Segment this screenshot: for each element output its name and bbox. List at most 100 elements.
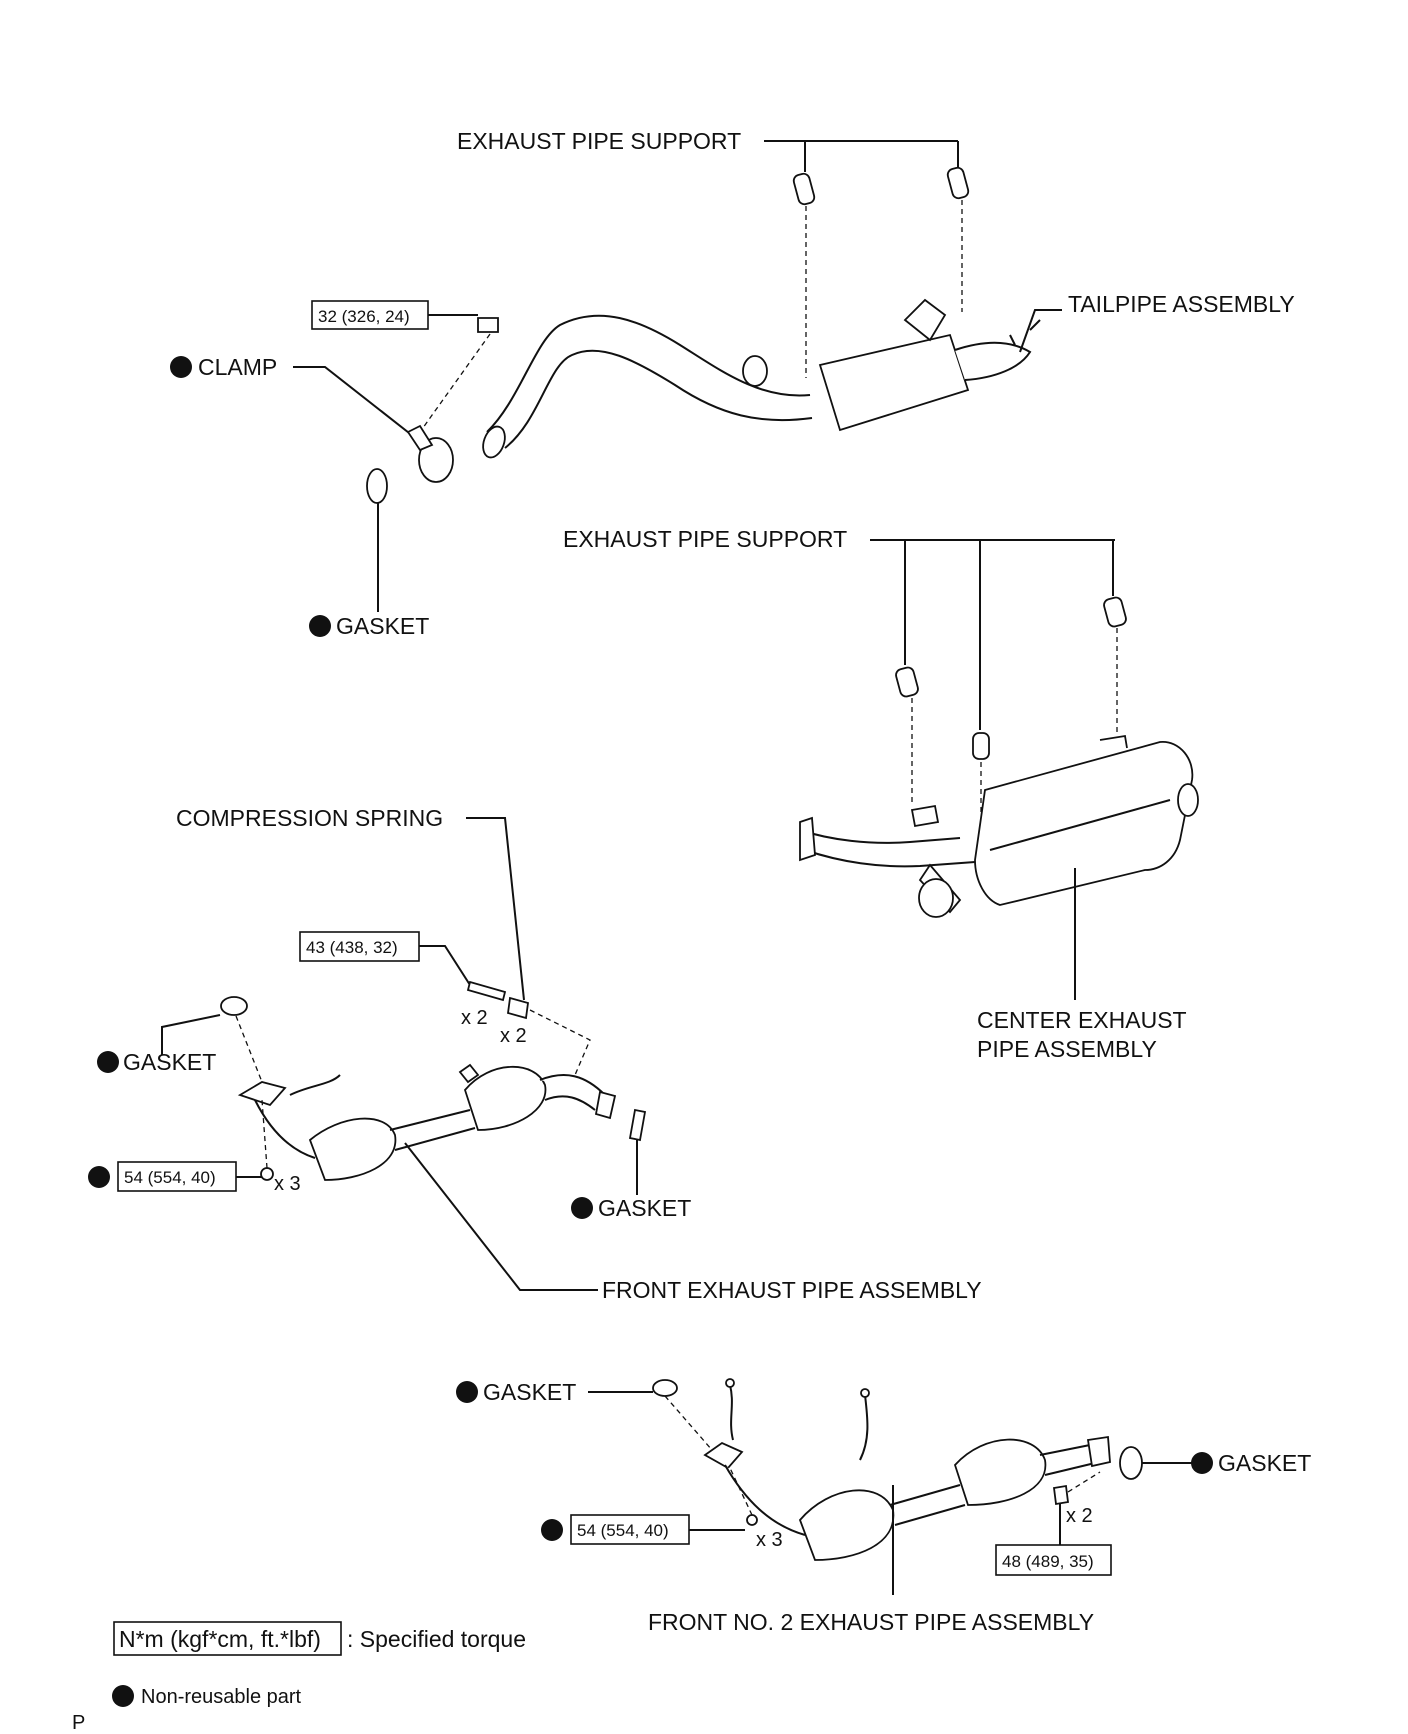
center-muffler-seam [989,799,1171,851]
support-center-leader [870,539,1115,730]
no2-bolt-qty: x 2 [1066,1505,1093,1527]
clamp-label: CLAMP [198,354,277,380]
tailpipe-muffler [818,333,970,432]
legend-nonreusable-text: Non-reusable part [141,1686,302,1708]
tailpipe-flange [742,355,768,387]
gasket-no2-left-dash [664,1395,713,1451]
spring-dash [529,1009,591,1076]
tailpipe-leader [1019,309,1062,353]
no2-outlet-flange [1086,1435,1111,1468]
gasket-upper-ring [366,468,388,504]
front-pipe-inlet [254,1099,316,1159]
front-nut-dash [261,1099,268,1169]
gasket-front-left-dash [235,1015,263,1083]
tailpipe-outlet [954,341,1032,381]
exhaust-pipe-support-1 [792,172,816,206]
center-exhaust-section: EXHAUST PIPE SUPPORT CENTER EXHAUST PIPE… [563,526,1199,1062]
compression-spring [507,996,529,1020]
gasket-front-right-ring [628,1108,647,1142]
no2-bolt-dash [1067,1471,1101,1493]
front-exhaust-label: FRONT EXHAUST PIPE ASSEMBLY [602,1277,982,1303]
front-nut-qty: x 3 [274,1173,301,1195]
no2-pipe-inlet [724,1464,806,1536]
clamp-nonreusable-marker [170,356,192,378]
front-no2-exhaust-label: FRONT NO. 2 EXHAUST PIPE ASSEMBLY [648,1609,1094,1635]
center-exhaust-label-line1: CENTER EXHAUST [977,1007,1187,1033]
spring-torque-value: 43 (438, 32) [306,938,398,957]
no2-nut-torque-value: 54 (554, 40) [577,1521,669,1540]
footer-mark: P [72,1712,85,1734]
clamp-bolt [477,317,499,333]
center-pipe-bottom [804,849,976,868]
no2-nut-nonreusable-marker [541,1519,563,1541]
tailpipe-pipe-bottom [504,349,813,449]
gasket-front-left-ring [220,996,248,1016]
no2-catalyst-1 [798,1489,895,1561]
center-inlet-flange [799,816,816,862]
center-hanger-rear [1099,734,1128,749]
compression-spring-label: COMPRESSION SPRING [176,805,443,831]
no2-o2-sensor-2 [860,1388,870,1398]
front-catalyst-1 [308,1117,397,1181]
gasket-front-right-nonreusable-marker [571,1197,593,1219]
gasket-no2-right-ring [1119,1446,1143,1480]
clamp-tab [406,424,434,452]
exhaust-pipe-support-4 [972,732,990,760]
front-nut-nonreusable-marker [88,1166,110,1188]
gasket-no2-left-nonreusable-marker [456,1381,478,1403]
no2-nut [746,1514,758,1526]
legend-torque-text: : Specified torque [347,1626,526,1652]
front-nut [260,1167,274,1181]
front-outlet-flange [594,1090,617,1120]
front-o2-sensor-wire [289,1074,341,1096]
front-pipe-mid [389,1109,476,1151]
front-exhaust-section: COMPRESSION SPRING 43 (438, 32) x 2 x 2 … [88,805,982,1303]
center-branch-flange [918,878,954,918]
no2-bolt-torque-box [995,1544,1112,1576]
no2-nut-qty: x 3 [756,1529,783,1551]
no2-o2-sensor-wires [729,1384,869,1461]
no2-inlet-flange [703,1441,744,1470]
front-nut-torque-value: 54 (554, 40) [124,1168,216,1187]
tailpipe-section: EXHAUST PIPE SUPPORT TAILPIPE ASSEMBLY 3… [170,128,1295,639]
exhaust-pipe-support-3 [895,666,919,698]
exhaust-pipe-support-2 [946,166,970,200]
no2-pipe-mid [889,1484,966,1526]
clamp-leader [293,366,419,441]
gasket-no2-right-label: GASKET [1218,1450,1311,1476]
tailpipe-inlet [482,425,506,459]
clamp-torque-value: 32 (326, 24) [318,307,410,326]
no2-bolt [1052,1484,1070,1506]
no2-o2-sensor-1 [725,1378,735,1388]
exhaust-pipe-support-upper-label: EXHAUST PIPE SUPPORT [457,128,741,154]
exhaust-pipe-support-5 [1103,596,1127,628]
tailpipe-assembly-label: TAILPIPE ASSEMBLY [1068,291,1295,317]
no2-nut-torque-box [570,1514,690,1545]
gasket-front-left-leader [161,1014,221,1055]
legend-torque-box [113,1621,342,1656]
gasket-front-right-label: GASKET [598,1195,691,1221]
tailpipe-hanger [903,298,947,342]
front-no2-section: GASKET GASKET 54 (554, 40) x 3 x 2 48 (4… [456,1378,1311,1635]
front-pipe-outlet [539,1074,606,1111]
gasket-no2-left-label: GASKET [483,1379,576,1405]
front-exhaust-leader [404,1142,598,1291]
center-hanger-bracket [910,804,940,828]
front-inlet-flange [237,1081,287,1107]
gasket-upper-nonreusable-marker [309,615,331,637]
tailpipe-detail [1009,319,1041,346]
clamp-bolt-dash [419,333,491,433]
spring-bolt [466,980,507,1002]
center-outlet [1177,783,1199,817]
legend-torque-unit: N*m (kgf*cm, ft.*lbf) [119,1626,321,1652]
support-upper-dashes [805,200,963,378]
gasket-no2-right-nonreusable-marker [1191,1452,1213,1474]
compression-spring-leader [466,817,525,1001]
center-pipe-top [799,829,961,844]
front-o2-sensor [458,1063,480,1084]
gasket-upper-label: GASKET [336,613,429,639]
gasket-front-left-label: GASKET [123,1049,216,1075]
clamp-ring [418,437,454,483]
spring-torque-leader [419,945,471,986]
